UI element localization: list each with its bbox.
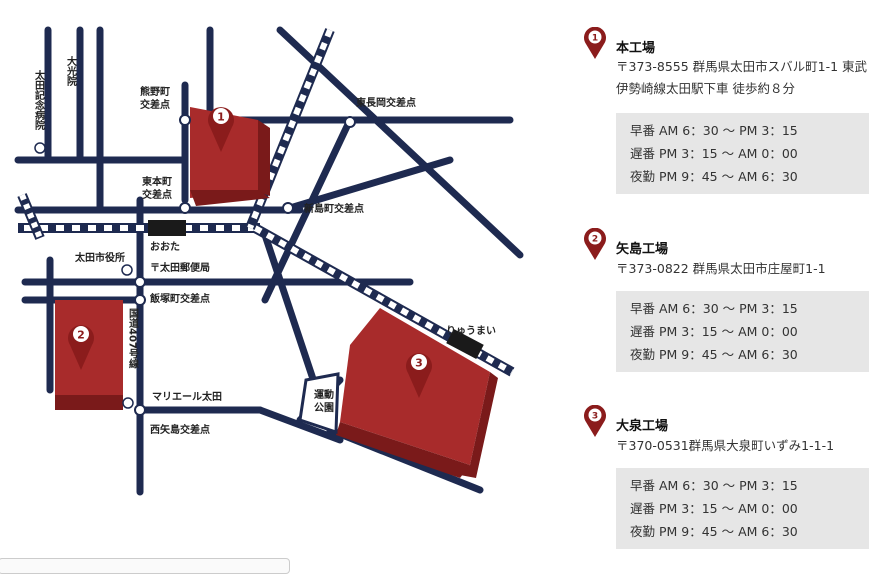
svg-text:1: 1 <box>217 111 225 124</box>
factory-address: 〒373-8555 群馬県太田市スバル町1-1 東武伊勢崎線太田駅下車 徒歩約８… <box>616 59 868 96</box>
svg-text:2: 2 <box>77 329 85 342</box>
label-kumanocho-group: 熊野町交差点 <box>140 85 170 111</box>
shift-night: 夜勤 PM 9：45 〜 AM 6：30 <box>630 347 798 362</box>
shift-early: 早番 AM 6：30 〜 PM 3：15 <box>630 123 798 138</box>
label-higashihoncho: 東本町交差点 <box>142 175 172 201</box>
shift-late: 遅番 PM 3：15 〜 AM 0：00 <box>630 146 798 161</box>
factory-address: 〒373-0822 群馬県太田市庄屋町1-1 <box>616 261 826 276</box>
access-map: 1 2 3 太田記念病院 大光院 東長岡交差点 新島町交差点 おおた 太田市役所… <box>14 26 524 496</box>
ryuumai-station-block <box>446 328 484 360</box>
factory-2-building <box>55 300 123 410</box>
label-kumanocho: 熊野町交差点 <box>140 85 170 111</box>
label-shinjimacho: 新島町交差点 <box>304 202 364 215</box>
map-labels: 太田記念病院 大光院 東長岡交差点 新島町交差点 おおた 太田市役所 〒太田郵便… <box>33 55 497 436</box>
shift-schedule: 早番 AM 6：30 〜 PM 3：15 遅番 PM 3：15 〜 AM 0：0… <box>616 113 869 194</box>
factory-2-panel: 2 矢島工場 〒373-0822 群馬県太田市庄屋町1-1 早番 AM 6：30… <box>583 228 878 372</box>
label-route407: 国道407号線 <box>127 308 139 370</box>
road <box>256 406 344 444</box>
label-iizukacho: 飯塚町交差点 <box>149 292 210 305</box>
landmark-markers <box>34 142 134 409</box>
map-pin-3[interactable]: 3 <box>406 353 433 398</box>
label-ryuumai: りゅうまい <box>446 325 496 337</box>
svg-text:3: 3 <box>592 412 598 422</box>
map-pin-icon: 2 <box>584 228 606 260</box>
label-higashihoncho-group: 東本町交差点 <box>142 175 172 201</box>
horizontal-scrollbar[interactable] <box>0 558 290 574</box>
shift-late: 遅番 PM 3：15 〜 AM 0：00 <box>630 501 798 516</box>
map-pin-2[interactable]: 2 <box>68 325 94 370</box>
factory-3-panel: 3 大泉工場 〒370-0531群馬県大泉町いずみ1-1-1 早番 AM 6：3… <box>583 405 878 549</box>
shift-early: 早番 AM 6：30 〜 PM 3：15 <box>630 478 798 493</box>
factory-name: 大泉工場 <box>616 419 669 434</box>
label-marieru: マリエール太田 <box>152 390 222 403</box>
svg-text:1: 1 <box>592 34 598 44</box>
label-undo-koen-group: 運動公園 <box>314 388 334 414</box>
map-pin-icon: 3 <box>584 405 606 437</box>
label-city-hall: 太田市役所 <box>74 251 125 264</box>
factory-name: 矢島工場 <box>616 242 669 257</box>
label-nishiyajima: 西矢島交差点 <box>150 423 210 436</box>
svg-text:3: 3 <box>415 357 423 370</box>
shift-schedule: 早番 AM 6：30 〜 PM 3：15 遅番 PM 3：15 〜 AM 0：0… <box>616 468 869 549</box>
label-undo-koen: 運動公園 <box>314 388 334 414</box>
factory-1-building <box>190 107 270 206</box>
shift-night: 夜勤 PM 9：45 〜 AM 6：30 <box>630 524 798 539</box>
factory-1-panel: 1 本工場 〒373-8555 群馬県太田市スバル町1-1 東武伊勢崎線太田駅下… <box>583 27 878 194</box>
shift-night: 夜勤 PM 9：45 〜 AM 6：30 <box>630 169 798 184</box>
factory-address: 〒370-0531群馬県大泉町いずみ1-1-1 <box>616 438 835 453</box>
label-higashinagaoka: 東長岡交差点 <box>356 96 416 109</box>
factory-name: 本工場 <box>616 41 656 56</box>
label-ota-kinen: 太田記念病院 <box>33 69 46 131</box>
intersection-markers <box>134 114 356 416</box>
shift-schedule: 早番 AM 6：30 〜 PM 3：15 遅番 PM 3：15 〜 AM 0：0… <box>616 291 869 372</box>
park-area <box>298 372 340 435</box>
label-daikoin: 大光院 <box>65 55 78 87</box>
label-oota-station: おおた <box>150 241 180 253</box>
shift-early: 早番 AM 6：30 〜 PM 3：15 <box>630 301 798 316</box>
map-pin-icon: 1 <box>584 27 606 59</box>
shift-late: 遅番 PM 3：15 〜 AM 0：00 <box>630 324 798 339</box>
label-post-office: 〒太田郵便局 <box>150 261 210 274</box>
map-pin-1[interactable]: 1 <box>208 107 235 152</box>
oota-station-block <box>148 220 186 236</box>
svg-text:2: 2 <box>592 235 598 245</box>
